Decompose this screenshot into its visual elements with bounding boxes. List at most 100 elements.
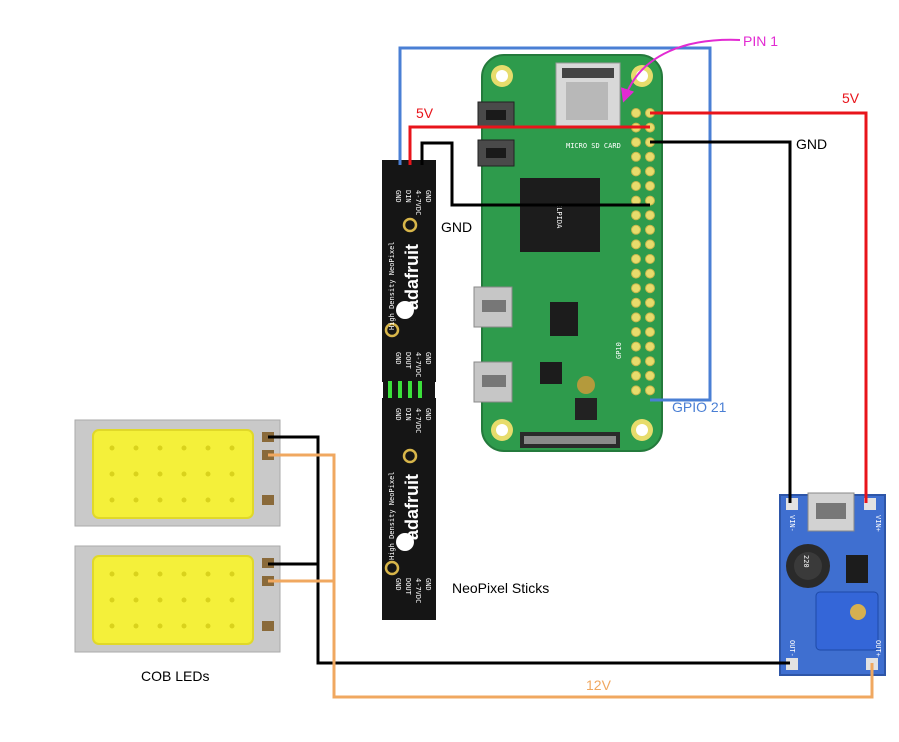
gpio-hole (645, 166, 655, 177)
cob-led-chip (157, 571, 163, 577)
cob-led-1 (74, 419, 281, 527)
gpio-hole (631, 268, 641, 279)
gpio-hole (631, 283, 641, 294)
stick-mid-pin-1: DOUT (404, 352, 412, 370)
cob-led-chip (133, 571, 139, 577)
gpio-hole (645, 341, 655, 352)
pi-gpio-silk: GP10 (615, 342, 623, 359)
gpio-hole (645, 224, 655, 235)
gpio-hole (631, 312, 641, 323)
pi-chip-label: ELPIDA (555, 203, 563, 229)
gpio-hole (631, 151, 641, 162)
cob-led-chip (181, 623, 187, 629)
stick-mid-pin-2: 4-7VDC (414, 352, 422, 377)
stick-top-subtitle: High Density NeoPixel (388, 241, 396, 330)
stick-bot-pin-3: GND (424, 408, 432, 421)
neopixel-stick-bottom: GND DIN 4-7VDC GND adafruit High Density… (382, 398, 436, 620)
gpio-hole (645, 268, 655, 279)
stick-bottom-brand: adafruit (402, 474, 422, 540)
gpio-hole (631, 370, 641, 381)
wire-gpio21 (398, 46, 712, 402)
cob-led-chip (205, 471, 211, 477)
cob-led-chip (133, 445, 139, 451)
wire-12v (268, 453, 874, 699)
out-pos-label: OUT+ (874, 640, 882, 657)
stick-bot-pin-2: 4-7VDC (414, 408, 422, 433)
gpio-hole (631, 341, 641, 352)
stick-mid-pin-3: GND (424, 352, 432, 365)
gpio-hole (631, 239, 641, 250)
vin-neg-label: VIN- (788, 515, 796, 532)
stick-bot2-pin-2: 4-7VDC (414, 578, 422, 603)
cob-led-chip (157, 597, 163, 603)
gpio-hole (645, 312, 655, 323)
cob-led-chip (205, 571, 211, 577)
gpio-hole (645, 370, 655, 381)
cob-led-chip (229, 571, 235, 577)
adafruit-flower-icon (396, 301, 414, 319)
gpio-hole (645, 385, 655, 396)
gpio-hole (645, 151, 655, 162)
adafruit-flower-icon (396, 533, 414, 551)
stick-bottom-subtitle: High Density NeoPixel (388, 471, 396, 560)
gnd-right-label: GND (796, 136, 827, 152)
cob-led-chip (229, 623, 235, 629)
cob-led-chip (205, 445, 211, 451)
neopixel-sticks-label: NeoPixel Sticks (452, 580, 549, 596)
gpio-hole (645, 181, 655, 191)
stick-bot-pin-1: DIN (404, 408, 412, 421)
stick-bot2-pin-1: DOUT (404, 578, 412, 596)
cob-led-chip (229, 597, 235, 603)
stick-top-pin-3: GND (424, 190, 432, 203)
gpio-hole (631, 385, 641, 396)
pin1-arrow (620, 38, 741, 103)
cob-led-chip (181, 497, 187, 503)
gpio-hole (631, 224, 641, 235)
out-neg-label: OUT- (788, 640, 796, 657)
cob-led-chip (229, 445, 235, 451)
gpio-hole (631, 108, 641, 118)
gpio-hole (631, 166, 641, 177)
gpio-hole (645, 327, 655, 337)
inductor-label: 220 (802, 555, 810, 568)
gpio21-label: GPIO 21 (672, 399, 727, 415)
stick-bot2-pin-3: GND (424, 578, 432, 591)
gpio-hole (645, 356, 655, 367)
gpio-hole (631, 137, 641, 148)
cob-led-chip (181, 571, 187, 577)
stick-top-pin-1: DIN (404, 190, 412, 203)
cob-led-chip (181, 471, 187, 477)
stick-top-pin-0: GND (394, 190, 402, 203)
cob-led-2 (74, 545, 281, 653)
cob-led-chip (229, 471, 235, 477)
wire-gnd-stick (420, 141, 650, 207)
gpio-hole (631, 181, 641, 191)
cob-led-chip (133, 471, 139, 477)
neopixel-stick-top: GND DIN 4-7VDC GND adafruit High Density… (382, 160, 436, 382)
stick-top-brand: adafruit (402, 244, 422, 310)
wire-out-neg (268, 435, 790, 665)
raspberry-pi-zero-board: MICRO SD CARD ELPIDA GP10 (473, 54, 663, 452)
stick-bot2-pin-0: GND (394, 578, 402, 591)
cob-led-chip (229, 497, 235, 503)
wire-5v-converter (650, 111, 868, 503)
stick-top-pin-2: 4-7VDC (414, 190, 422, 215)
pi-sd-label: MICRO SD CARD (566, 142, 621, 150)
gpio-hole (631, 356, 641, 367)
cob-led-chip (133, 597, 139, 603)
wire-gnd-converter (650, 140, 792, 503)
cob-led-chip (157, 471, 163, 477)
5v-left-label: 5V (416, 105, 434, 121)
gpio-hole (645, 283, 655, 294)
gpio-hole (645, 254, 655, 264)
cob-led-chip (205, 497, 211, 503)
cob-led-chip (133, 623, 139, 629)
gpio-hole (631, 254, 641, 264)
pin1-label: PIN 1 (743, 33, 778, 49)
cob-led-chip (181, 445, 187, 451)
cob-led-chip (205, 597, 211, 603)
cob-led-chip (109, 445, 115, 451)
cob-led-chip (157, 445, 163, 451)
cob-led-chip (109, 623, 115, 629)
